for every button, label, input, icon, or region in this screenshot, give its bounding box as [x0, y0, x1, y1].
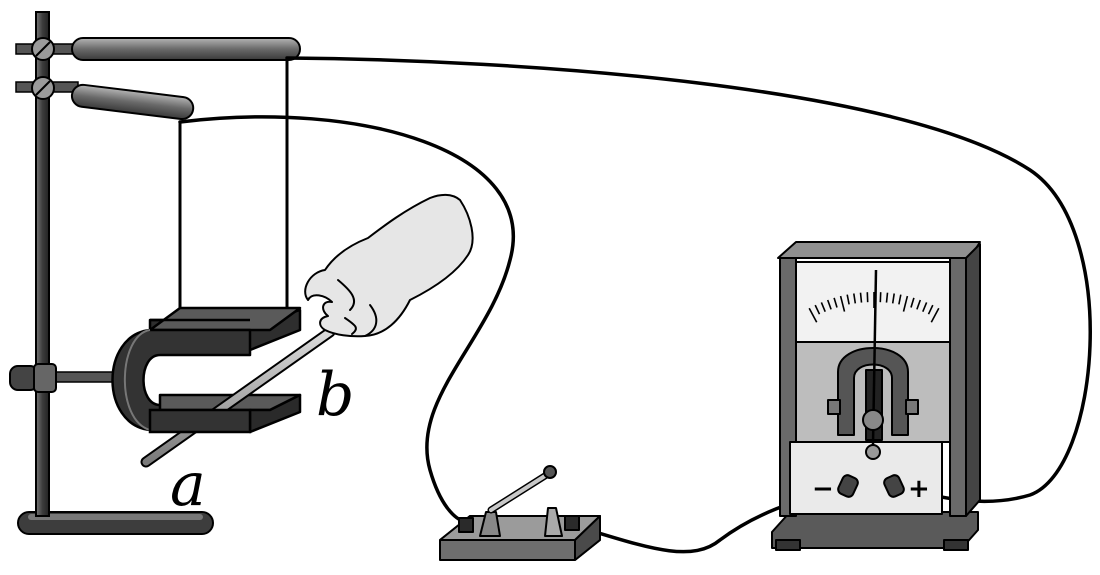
scale-tick — [902, 295, 909, 312]
scale-tick — [826, 299, 832, 310]
meter-scale-ticks — [808, 292, 940, 323]
scale-tick — [808, 307, 818, 323]
retort-stand-icon — [9, 11, 301, 535]
rod-end-b-label: b — [316, 360, 354, 430]
scale-tick — [910, 297, 915, 308]
meter-scale-face — [795, 261, 951, 343]
scale-tick — [814, 304, 821, 315]
scale-tick — [930, 307, 940, 323]
scale-tick — [846, 294, 850, 305]
meter-positive-terminal[interactable] — [883, 474, 906, 499]
meter-negative-sign: − — [812, 474, 834, 504]
suspension-wires — [178, 58, 289, 328]
meter-positive-sign: + — [908, 474, 930, 504]
rod-end-a-label: a — [170, 450, 206, 520]
hand-icon — [304, 193, 474, 338]
meter-top — [777, 241, 981, 259]
meter-negative-terminal[interactable] — [837, 474, 860, 499]
meter-terminal-panel — [789, 441, 943, 515]
scale-tick — [891, 293, 895, 304]
horseshoe-magnet-icon — [111, 306, 302, 434]
scale-tick — [916, 299, 922, 310]
scale-tick — [820, 302, 826, 313]
scale-tick — [898, 294, 902, 305]
scale-tick — [859, 292, 863, 303]
scale-tick — [885, 292, 889, 303]
scale-tick — [833, 297, 838, 308]
magnet-front-edge — [148, 408, 252, 434]
conducting-rod[interactable] — [140, 326, 336, 468]
scale-tick — [922, 302, 928, 313]
knife-switch-icon[interactable] — [439, 465, 601, 561]
scale-tick — [853, 293, 857, 304]
scale-tick — [839, 295, 846, 312]
scale-tick — [927, 304, 934, 315]
galvanometer-icon — [771, 241, 981, 551]
